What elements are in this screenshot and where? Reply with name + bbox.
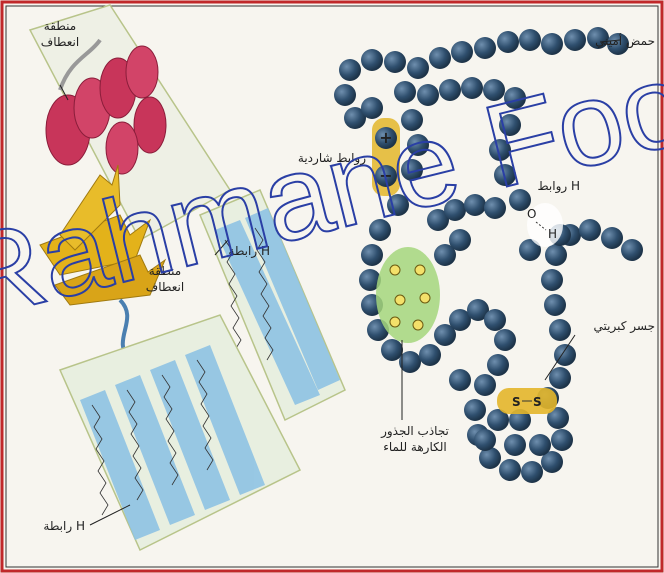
- amino-acid-bead: [621, 239, 643, 261]
- amino-acid-bead: [334, 84, 356, 106]
- s-atom-1: S: [512, 395, 521, 409]
- amino-acid-bead: [429, 47, 451, 69]
- amino-acid-bead: [554, 344, 576, 366]
- amino-acid-bead: [541, 33, 563, 55]
- amino-acid-bead: [474, 429, 496, 451]
- s-atom-2: S: [533, 395, 542, 409]
- amino-acid-bead: [519, 29, 541, 51]
- amino-acid-bead: [494, 329, 516, 351]
- amino-acid-bead: [474, 37, 496, 59]
- amino-acid-bead: [497, 31, 519, 53]
- amino-acid-bead: [474, 374, 496, 396]
- amino-acid-bead: [601, 227, 623, 249]
- amino-acid-bead: [549, 319, 571, 341]
- amino-acid-bead: [434, 244, 456, 266]
- amino-acid-bead: [339, 59, 361, 81]
- amino-acid-bead: [361, 49, 383, 71]
- amino-acid-bead: [551, 429, 573, 451]
- amino-acid-bead: [484, 309, 506, 331]
- amino-acid-bead: [419, 344, 441, 366]
- amino-acid-bead: [384, 51, 406, 73]
- amino-acid-bead: [407, 57, 429, 79]
- amino-acid-bead: [529, 434, 551, 456]
- amino-acid-bead: [381, 339, 403, 361]
- amino-acid-bead: [564, 29, 586, 51]
- o-atom: O: [527, 207, 536, 221]
- amino-acid-bead: [487, 354, 509, 376]
- amino-acid-bead: [579, 219, 601, 241]
- amino-acid-bead: [499, 459, 521, 481]
- amino-acid-bead: [504, 434, 526, 456]
- amino-acid-bead: [541, 269, 563, 291]
- h-bond-left-bottom-label: رابطة H: [43, 519, 85, 534]
- amino-acid-bead: [464, 399, 486, 421]
- amino-acid-bead: [549, 367, 571, 389]
- amino-acid-bead: [451, 41, 473, 63]
- amino-acid-bead: [544, 294, 566, 316]
- hydrophobic-region: [376, 247, 440, 343]
- disulfide-bridge-label: جسر كبريتي: [594, 319, 655, 334]
- amino-acid-bead: [545, 244, 567, 266]
- h-atom: H: [548, 227, 557, 241]
- amino-acid-bead: [449, 369, 471, 391]
- amino-acid-bead: [521, 461, 543, 483]
